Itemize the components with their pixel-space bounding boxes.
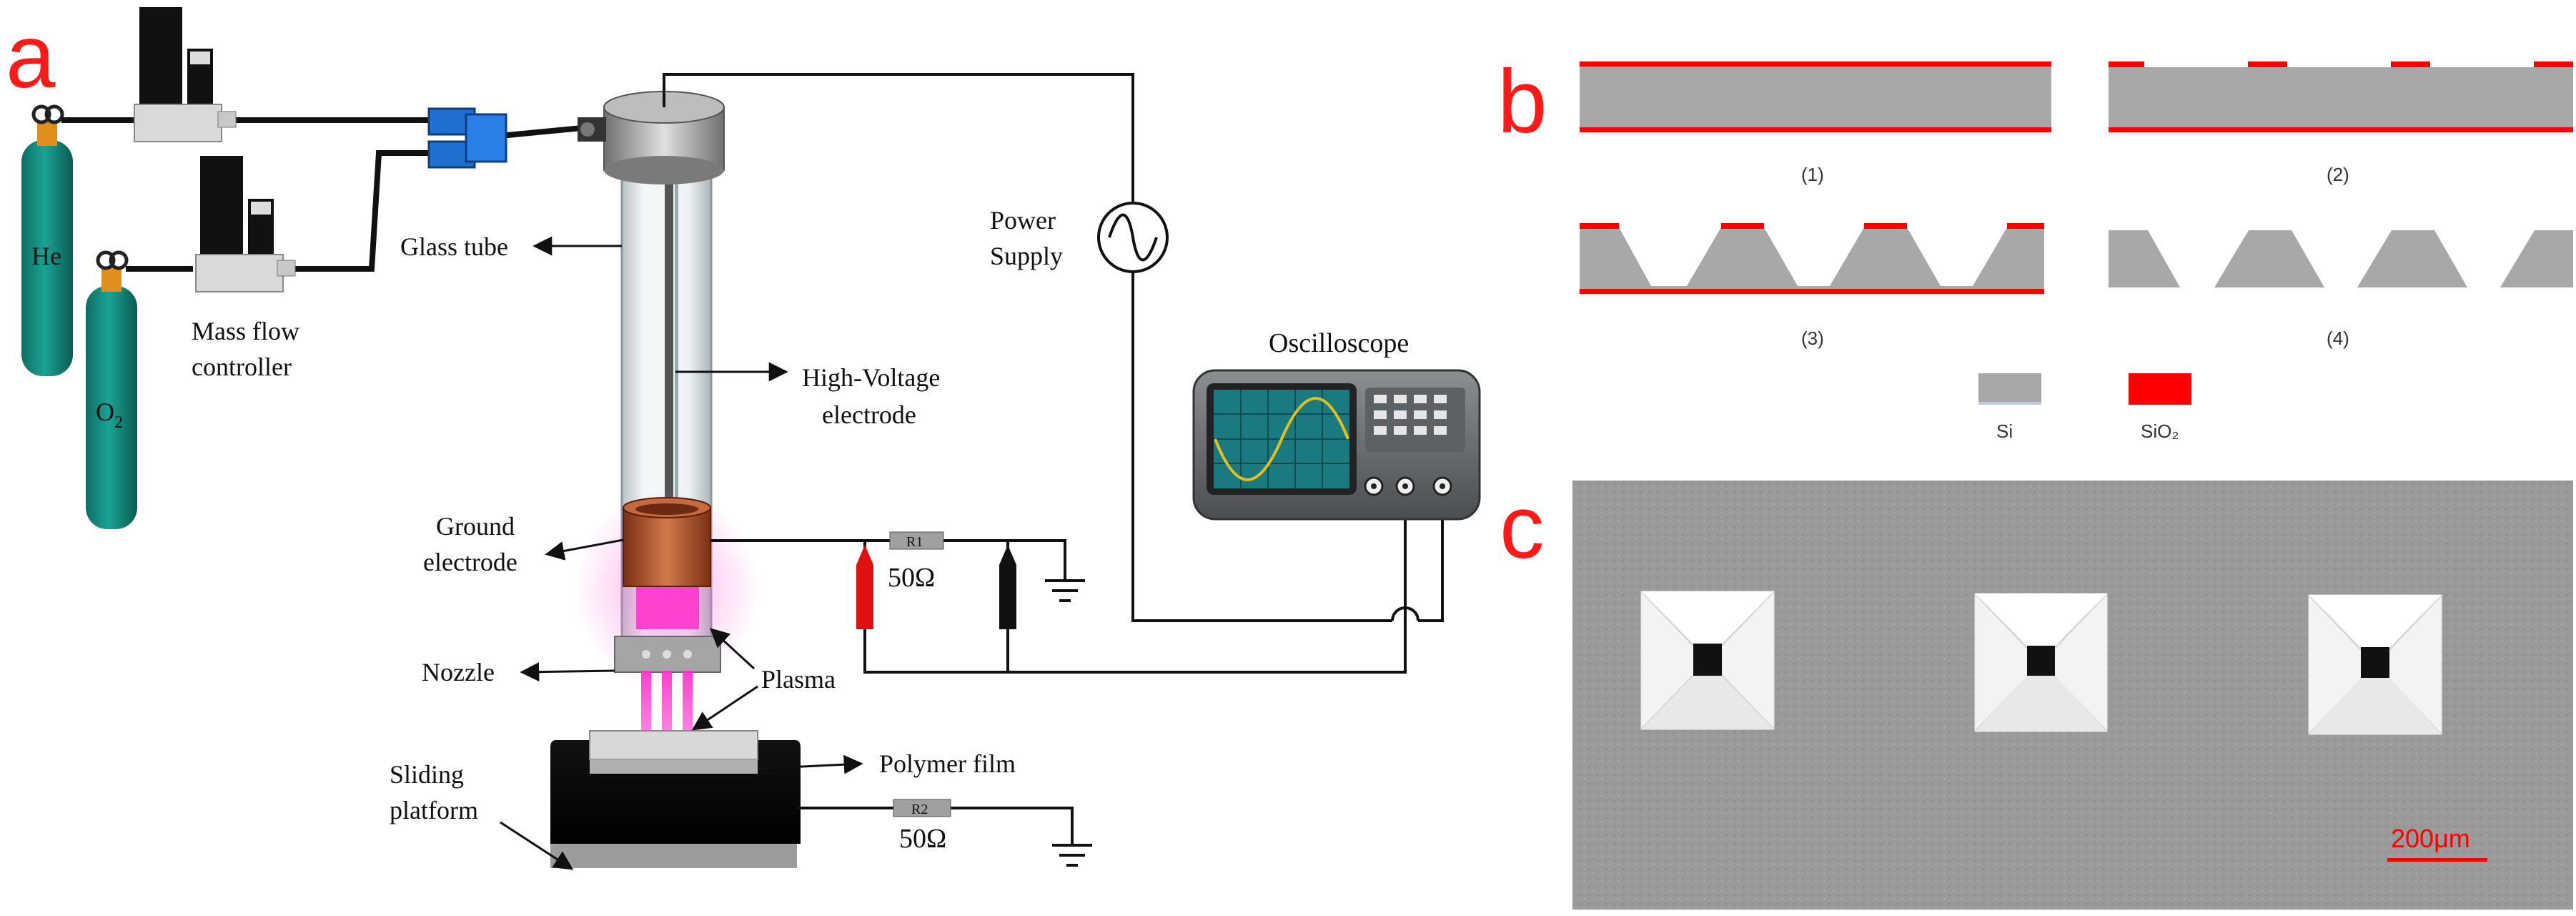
scope-sine-wave [1214, 397, 1349, 481]
legend-label-si: Si [1996, 420, 2013, 442]
ground-label-2: electrode [423, 548, 517, 576]
high-voltage-label-1: High-Voltage [802, 363, 940, 392]
top-cap [578, 91, 725, 184]
plasma-jets [641, 671, 693, 749]
legend-swatch-sio2 [2129, 373, 2191, 405]
step-3-label: (3) [1801, 328, 1824, 349]
plasma-label: Plasma [761, 665, 836, 694]
ground-label-1: Ground [436, 512, 515, 541]
helium-cylinder: He [21, 104, 73, 376]
glass-tube-label: Glass tube [400, 232, 508, 261]
ground-symbol-2 [1052, 844, 1092, 867]
power-supply-label-1: Power [990, 206, 1056, 235]
scale-bar [2387, 858, 2487, 862]
panel-label-a: a [6, 7, 56, 107]
scale-bar-label: 200μm [2391, 824, 2470, 853]
sliding-label-2: platform [390, 796, 478, 824]
legend-label-sio2: SiO₂ [2141, 420, 2179, 442]
step-1-label: (1) [1801, 164, 1824, 185]
pyramid-pit-2 [1974, 593, 2108, 732]
sliding-platform [550, 730, 801, 868]
r1-label: R1 [906, 534, 923, 550]
o2-label: O2 [96, 398, 123, 432]
power-supply-label-2: Supply [990, 242, 1063, 270]
sliding-label-1: Sliding [390, 760, 464, 789]
ground-symbol-1 [1045, 579, 1085, 602]
process-step-4 [2109, 230, 2573, 287]
pyramid-pit-3 [2308, 594, 2442, 735]
oxygen-cylinder: O2 [86, 250, 137, 529]
mass-flow-label-1: Mass flow [192, 317, 299, 345]
he-label: He [31, 242, 61, 270]
gas-lines [61, 117, 605, 272]
step-2-label: (2) [2327, 164, 2349, 185]
nozzle-label: Nozzle [422, 658, 495, 686]
mass-flow-controller-o2 [195, 156, 296, 292]
legend-swatch-si [1978, 373, 2041, 405]
mass-flow-controller-he [134, 7, 237, 142]
high-voltage-label-2: electrode [822, 400, 916, 429]
legend: Si SiO₂ [1978, 373, 2191, 442]
oscilloscope [1192, 369, 1481, 521]
mass-flow-label-2: controller [192, 353, 292, 381]
gas-mixer-connector [427, 107, 507, 169]
black-probe [999, 545, 1016, 629]
polymer-film-label: Polymer film [879, 749, 1016, 778]
sem-image: 200μm [1572, 481, 2573, 910]
resistor-r2: R2 [893, 799, 951, 817]
process-step-3 [1580, 223, 2044, 294]
process-step-1 [1580, 61, 2051, 132]
step-4-label: (4) [2327, 328, 2349, 349]
r2-value: 50Ω [899, 824, 946, 854]
r2-label: R2 [911, 802, 928, 817]
panel-label-b: b [1497, 52, 1547, 152]
ground-electrode [623, 497, 711, 587]
resistor-r1: R1 [889, 531, 944, 550]
red-probe [856, 545, 873, 629]
panel-label-c: c [1500, 478, 1545, 577]
circuit-wires [663, 73, 1444, 845]
nozzle [614, 636, 721, 673]
power-supply [1097, 202, 1169, 273]
pyramid-pit-1 [1640, 591, 1775, 730]
r1-value: 50Ω [888, 563, 935, 593]
oscilloscope-label: Oscilloscope [1269, 328, 1409, 358]
process-step-2 [2109, 61, 2573, 132]
